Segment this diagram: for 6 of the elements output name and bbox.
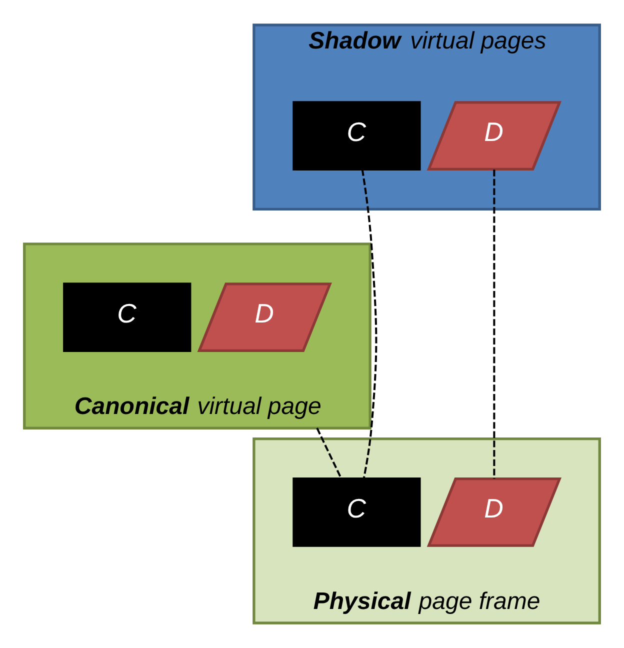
connector: [493, 170, 496, 479]
node-box: C: [63, 282, 192, 352]
connector: [361, 169, 378, 479]
node-box: C: [292, 478, 421, 547]
connector: [316, 428, 342, 480]
node-box: C: [292, 101, 421, 170]
